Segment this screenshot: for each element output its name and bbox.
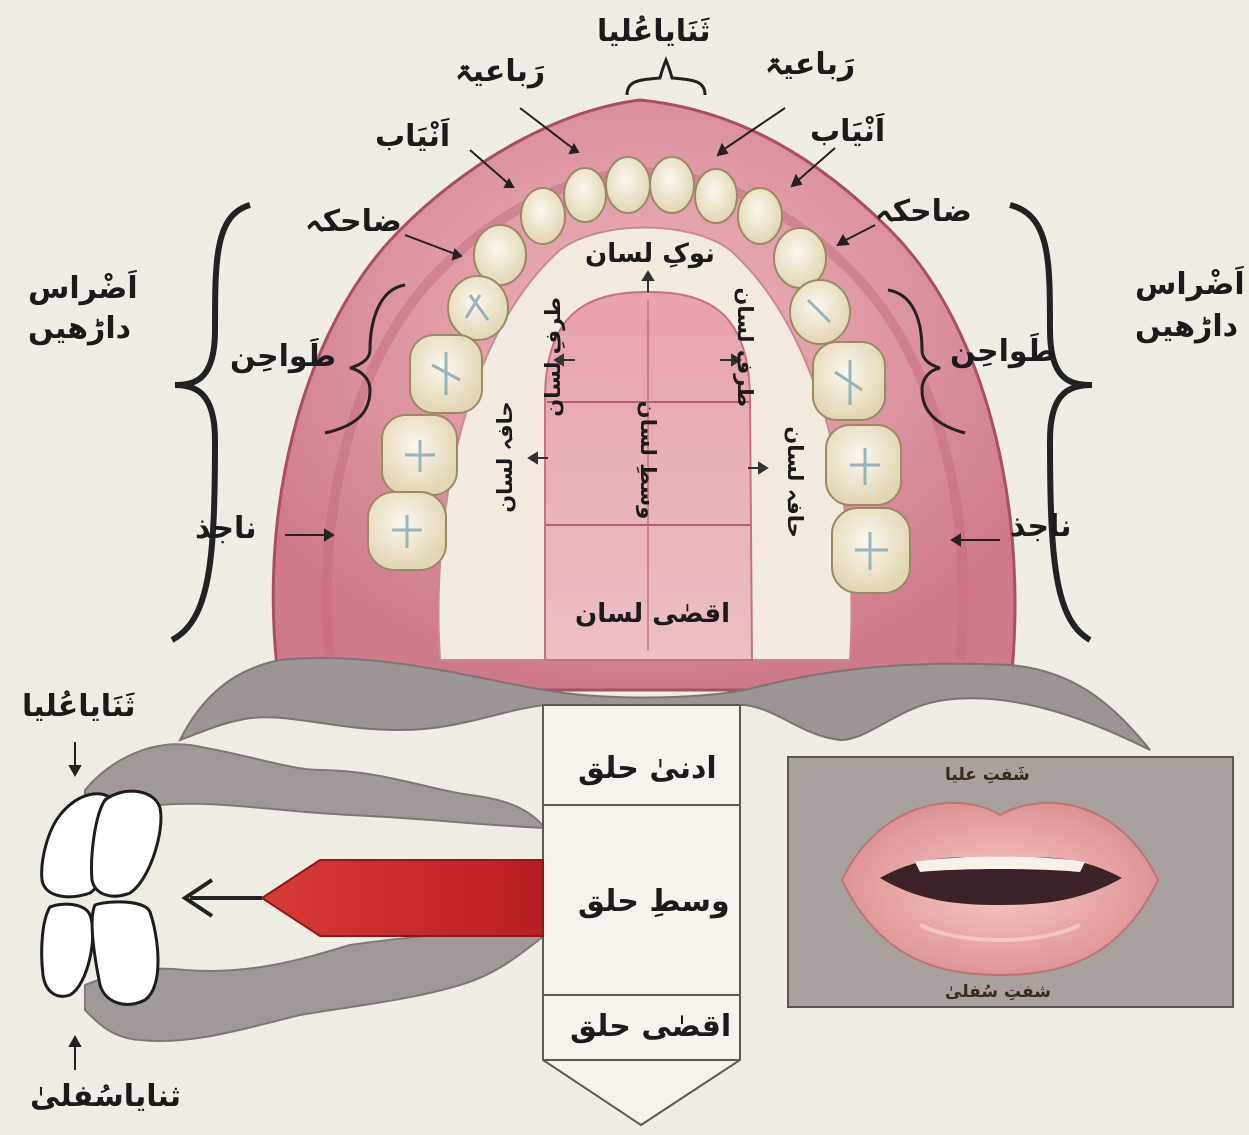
label-najidh-right: ناجذ xyxy=(1010,510,1071,545)
label-wast-lisan: وسطِ لسان xyxy=(636,400,660,520)
label-shafat-sufla: شفتِ سُفلیٰ xyxy=(945,982,1051,1002)
label-tawahin-left: طَواحِن xyxy=(230,340,336,375)
label-taraf-lisan-right: طرفِ لسان xyxy=(733,297,757,407)
label-adras-left-1: اَضْراس xyxy=(28,272,138,307)
label-thanaya-sufla-side: ثنایاسُفلیٰ xyxy=(30,1080,181,1115)
label-aqsa-lisan: اقصٰی لسان xyxy=(575,600,730,630)
label-dahika-left: ضاحکہ xyxy=(305,205,402,240)
label-dahika-right: ضاحکہ xyxy=(875,195,972,230)
tooth-incisor-1 xyxy=(606,157,650,213)
label-thanaya-ulya-side: ثَنَایاعُلیا xyxy=(22,690,136,725)
label-tawahin-right: طَواحِن xyxy=(950,335,1056,370)
tooth-canine-right xyxy=(738,188,782,244)
label-aqsa-halq: اقصٰی حلق xyxy=(570,1010,731,1045)
lower-incisor-back xyxy=(42,904,93,996)
label-adras-left-2: داڑھیں xyxy=(28,312,131,347)
label-wast-halq: وسطِ حلق xyxy=(578,885,730,920)
label-thanaya-ulya-top: ثَنَایاعُلیا xyxy=(597,15,711,50)
tooth-incisor-2 xyxy=(650,157,694,213)
label-taraf-lisan-left: طرفِ لسان xyxy=(541,297,565,407)
label-hafa-lisan-right: حافہ لسان xyxy=(783,417,807,547)
left-curly-brace xyxy=(172,205,250,640)
tooth-lateral-left xyxy=(564,168,606,222)
label-anyab-right: اَنْیَاب xyxy=(810,115,885,150)
label-rubaiya-left: رَباعیۃ xyxy=(455,55,545,90)
label-najidh-left: ناجذ xyxy=(195,512,256,547)
tooth-premolar-right-1 xyxy=(774,228,826,288)
label-adras-right-2: داڑھیں xyxy=(1135,310,1238,345)
right-curly-brace xyxy=(1010,205,1092,640)
label-adras-right-1: اَضْراس xyxy=(1135,268,1245,303)
top-brace xyxy=(627,60,705,95)
lower-incisor-front xyxy=(92,902,158,1005)
airflow-bar xyxy=(262,860,543,936)
label-nok-lisan: نوکِ لسان xyxy=(585,240,715,270)
tooth-canine-left xyxy=(521,188,565,244)
label-shafat-ulya: شَفتِ علیا xyxy=(945,765,1030,785)
upper-incisor-front xyxy=(92,791,161,896)
label-hafa-lisan-left: حافہ لسان xyxy=(493,397,517,517)
label-anyab-left: اَنْیَاب xyxy=(375,120,450,155)
label-adna-halq: ادنیٰ حلق xyxy=(578,752,717,787)
tooth-lateral-right xyxy=(695,169,737,223)
label-rubaiya-right: رَباعیۃ xyxy=(765,48,855,83)
front-teeth-side xyxy=(42,791,161,1004)
